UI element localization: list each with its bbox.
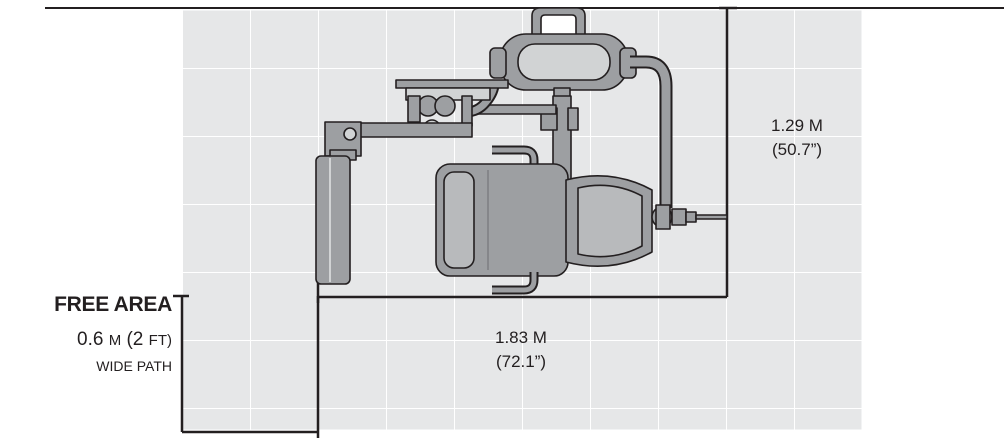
equipment-top-view xyxy=(315,7,728,295)
free-area-width-imperial-unit: FT) xyxy=(148,332,172,349)
free-area-width-unit: M xyxy=(108,332,122,349)
length-imperial: (72.1”) xyxy=(495,352,547,371)
left-cylinder xyxy=(315,155,351,285)
free-area-title: FREE AREA xyxy=(54,293,172,316)
length-dimension-label: 1.83 M (72.1”) xyxy=(466,326,576,374)
free-area-width-value: 0.6 xyxy=(77,329,104,350)
free-area-bracket xyxy=(173,294,320,438)
depth-imperial: (50.7”) xyxy=(771,140,823,159)
footprint-outline xyxy=(316,6,737,303)
free-area-width: 0.6 M (2 FT) xyxy=(77,329,172,351)
free-area-width-imperial-open: (2 xyxy=(126,329,144,350)
depth-metric: 1.29 M xyxy=(771,116,823,135)
depth-dimension-label: 1.29 M (50.7”) xyxy=(738,114,856,162)
free-area-path-label: WIDE PATH xyxy=(96,358,172,374)
length-metric: 1.83 M xyxy=(495,328,547,347)
